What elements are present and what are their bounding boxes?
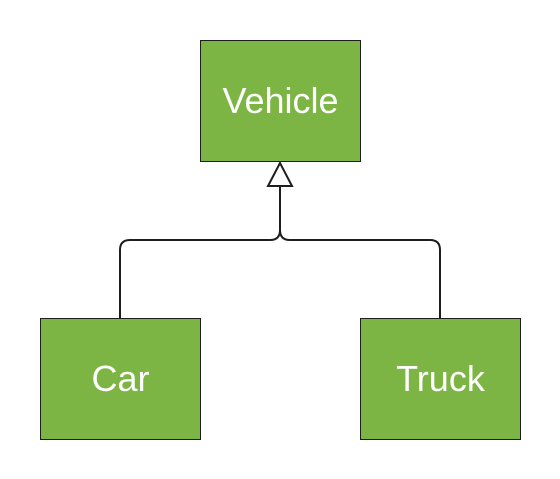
node-vehicle[interactable]: Vehicle (200, 40, 361, 162)
edge-truck-to-vehicle (279, 186, 441, 318)
node-truck[interactable]: Truck (360, 318, 521, 440)
node-car-label: Car (91, 358, 150, 399)
inheritance-arrowhead-icon (266, 160, 294, 187)
node-car[interactable]: Car (40, 318, 201, 440)
edge-car-to-vehicle (119, 186, 281, 318)
node-vehicle-label: Vehicle (222, 80, 339, 121)
node-truck-label: Truck (396, 358, 485, 399)
